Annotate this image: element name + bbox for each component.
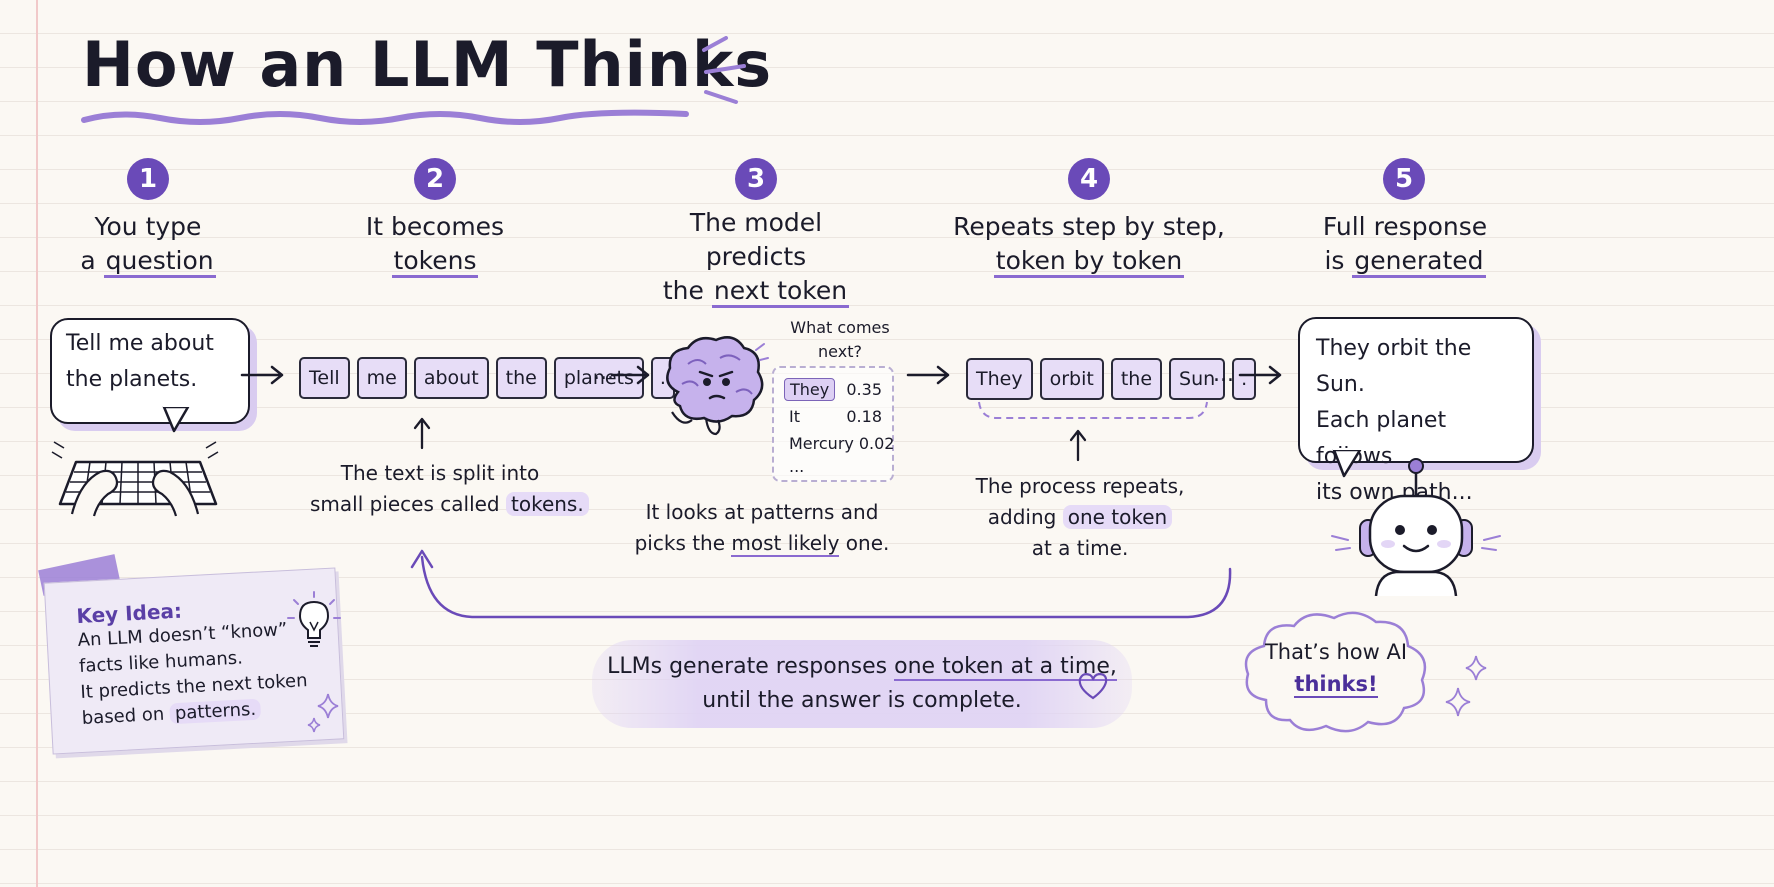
arrow-right-2 [610,365,650,385]
notebook-margin-line [36,0,38,887]
input-token: me [356,357,407,399]
lightbulb-icon [287,591,341,647]
step-5-number: 5 [1383,158,1425,200]
output-token: They [966,358,1033,400]
output-token: . [1232,358,1257,400]
user-question-bubble: Tell me about the planets. [50,318,250,424]
arrow-right-1 [240,365,284,385]
step-5-title: Full response is generated [1295,210,1515,278]
user-bubble-tail [162,405,190,433]
step-4-note: The process repeats, adding one token at… [975,474,1185,560]
step-2-title: It becomes tokens [335,210,535,278]
input-token: planets [553,357,644,399]
step-3-title: The model predicts the next token [636,206,876,308]
output-token: orbit [1039,358,1104,400]
input-token: about [413,357,489,399]
response-bubble-tail [1332,448,1362,478]
input-token-row: Tell me about the planets . [299,357,675,399]
step-3-number: 3 [735,158,777,200]
output-token: the [1110,358,1163,400]
arrow-up-step4 [1069,429,1087,462]
output-dashed-brace [978,401,1208,419]
keyboard-hands-icon [51,441,219,517]
output-token-row: They orbit the Sun . [966,358,1257,400]
candidate-more: ... [789,457,805,476]
prediction-question: What comes next? [790,318,890,361]
title-squiggle-underline [81,109,689,125]
input-token: Tell [299,357,350,399]
loop-back-arrow [410,549,1232,619]
sparkle-lines-icon [702,36,746,104]
response-bubble: They orbit the Sun. Each planet follows … [1298,317,1534,505]
arrow-up-step2 [413,417,431,450]
sparkle-icon-right [1445,655,1487,717]
sparkle-icon [307,693,339,733]
input-token: the [495,357,547,399]
heart-icon [1078,672,1108,700]
step-2-note: The text is split into small pieces call… [310,458,589,520]
brain-thinking-icon [666,336,769,436]
step-1-title: You type a question [48,210,248,278]
step-2-number: 2 [414,158,456,200]
thought-cloud [1244,611,1427,733]
step-4-title: Repeats step by step, token by token [944,210,1234,278]
input-ellipsis: ... [593,360,614,385]
step-4-number: 4 [1068,158,1110,200]
arrow-right-3 [906,365,950,385]
robot-icon [1331,458,1501,596]
summary-banner: LLMs generate responses one token at a t… [592,640,1132,728]
cloud-text: That’s how AI thinks! [1264,640,1408,698]
step-3-note: It looks at patterns and picks the most … [634,500,890,557]
key-idea-content: Key Idea: An LLM doesn’t “know” facts li… [76,592,310,732]
arrow-right-4 [1238,365,1282,385]
output-ellipsis: ... [1213,362,1234,387]
output-token: Sun [1169,358,1226,400]
page-title: How an LLM Thinks [82,28,773,101]
step-1-number: 1 [127,158,169,200]
